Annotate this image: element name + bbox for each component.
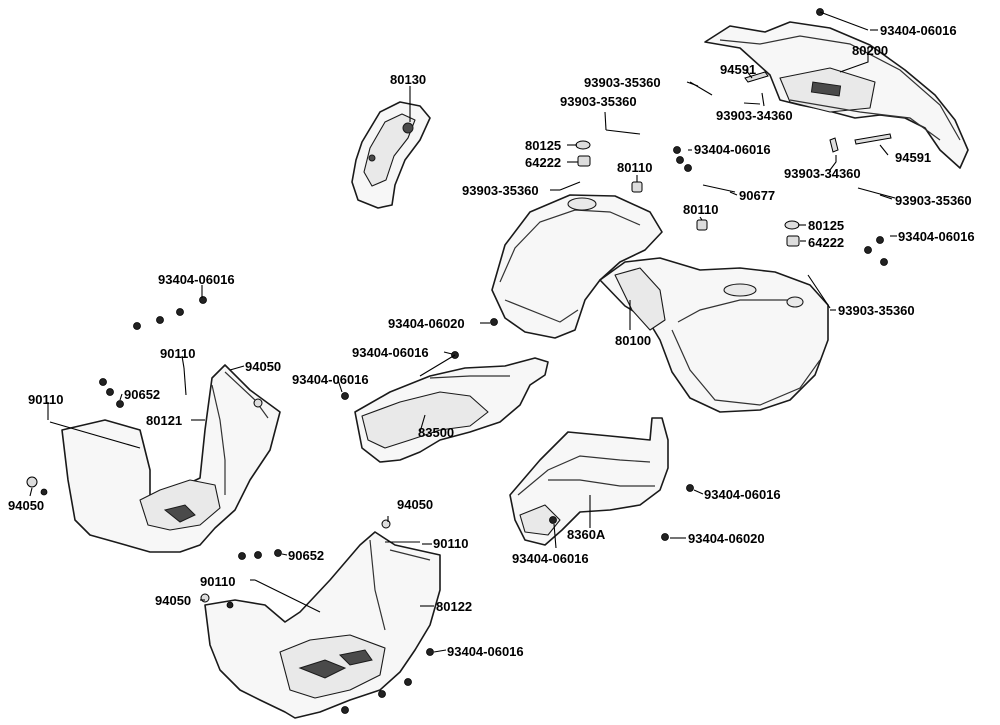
callout-93903-34360-a: 93903-34360 xyxy=(716,108,793,123)
callout-90110-b: 90110 xyxy=(28,392,63,407)
callout-93903-35360-d: 93903-35360 xyxy=(895,193,972,208)
callout-94591-a: 94591 xyxy=(720,62,756,77)
part-80130 xyxy=(351,101,431,209)
leader-lines xyxy=(29,29,897,653)
part-80121 xyxy=(61,364,281,553)
callout-64222-a: 64222 xyxy=(525,155,561,170)
part-83500 xyxy=(354,357,549,463)
callout-93903-35360-e: 93903-35360 xyxy=(838,303,915,318)
callout-93404-06016-f: 93404-06016 xyxy=(704,487,781,502)
callout-90110-c: 90110 xyxy=(433,536,468,551)
callout-80130: 80130 xyxy=(390,72,426,87)
callout-94050-a: 94050 xyxy=(245,359,281,374)
callout-90110-a: 90110 xyxy=(160,346,195,361)
callout-8360a: 8360A xyxy=(567,527,606,542)
callout-93903-35360-b: 93903-35360 xyxy=(560,94,637,109)
callout-80110-a: 80110 xyxy=(617,160,652,175)
callout-93404-06016-d: 93404-06016 xyxy=(352,345,429,360)
part-8360a xyxy=(509,417,669,546)
callout-93404-06020-b: 93404-06020 xyxy=(688,531,765,546)
fasteners xyxy=(26,8,896,714)
callout-83500: 83500 xyxy=(418,425,454,440)
callout-64222-b: 64222 xyxy=(808,235,844,250)
callout-93404-06016-h: 93404-06016 xyxy=(447,644,524,659)
callout-93404-06016-b: 93404-06016 xyxy=(694,142,771,157)
part-80200 xyxy=(704,21,969,169)
callout-90652-b: 90652 xyxy=(288,548,324,563)
callout-90110-d: 90110 xyxy=(200,574,235,589)
callout-80200: 80200 xyxy=(852,43,888,58)
callout-80122: 80122 xyxy=(436,599,472,614)
callout-80110-b: 80110 xyxy=(683,202,718,217)
callout-80100: 80100 xyxy=(615,333,651,348)
callout-90677: 90677 xyxy=(739,188,775,203)
callout-93903-35360-c: 93903-35360 xyxy=(462,183,539,198)
callout-93903-34360-b: 93903-34360 xyxy=(784,166,861,181)
part-80100 xyxy=(491,194,829,413)
callout-93404-06016-e: 93404-06016 xyxy=(292,372,369,387)
callout-labels: 80130 93404-06016 80200 93903-35360 9459… xyxy=(8,23,975,659)
part-80122 xyxy=(204,531,441,719)
callout-93404-06020-a: 93404-06020 xyxy=(388,316,465,331)
callout-93404-06016-top-right: 93404-06016 xyxy=(880,23,957,38)
callout-80125-b: 80125 xyxy=(808,218,844,233)
callout-93404-06016-g: 93404-06016 xyxy=(512,551,589,566)
callout-94050-c: 94050 xyxy=(397,497,433,512)
callout-93903-35360-a: 93903-35360 xyxy=(584,75,661,90)
callout-94050-d: 94050 xyxy=(155,593,191,608)
callout-93404-06016-left: 93404-06016 xyxy=(158,272,235,287)
callout-93404-06016-c: 93404-06016 xyxy=(898,229,975,244)
callout-80121: 80121 xyxy=(146,413,182,428)
callout-90652-a: 90652 xyxy=(124,387,160,402)
callout-94050-b: 94050 xyxy=(8,498,44,513)
callout-80125-a: 80125 xyxy=(525,138,561,153)
callout-94591-b: 94591 xyxy=(895,150,931,165)
